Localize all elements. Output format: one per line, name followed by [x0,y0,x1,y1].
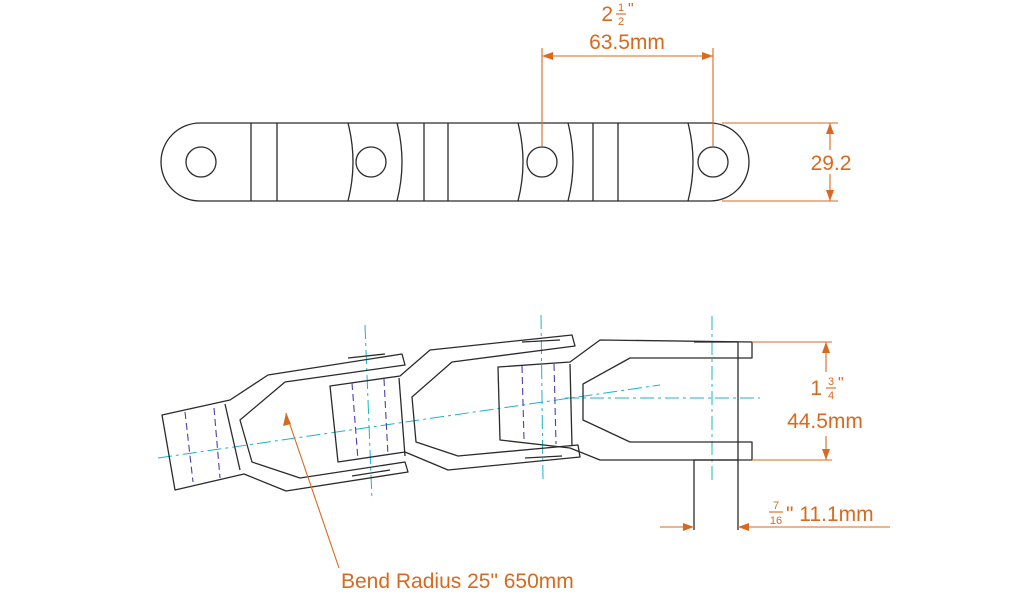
center-lines [157,314,760,501]
pitch-dimension: 2 1 2 " 63.5mm [541,1,714,146]
bend-radius-label: Bend Radius 25" 650mm [341,570,574,593]
link-3-outline [497,339,753,461]
pitch-inch-mark: " [628,1,634,18]
thickness-frac-denominator: 16 [770,515,782,527]
pin-hole-4 [697,146,729,178]
pin-center-line [540,314,544,481]
pin-hole-1 [185,146,217,178]
width-frac-numerator: 3 [828,376,834,388]
pin-cap [347,353,386,359]
width-inch-whole: 1 [810,377,822,400]
chain-top-view [160,122,750,202]
height-label: 29.2 [811,152,852,175]
thickness-label: " 11.1mm [786,503,874,526]
width-frac-denominator: 4 [828,390,834,402]
pitch-inch-whole: 2 [601,3,613,26]
link-division [347,122,354,202]
pin-cap [351,469,391,477]
width-inch-mark: " [838,375,844,392]
pin-hole-2 [355,146,387,178]
link-division [396,122,403,202]
label-background [806,150,856,174]
link-1-division [224,403,241,471]
top-view-outline [160,122,750,202]
link-1-outline [161,353,409,492]
pin-center-line [364,324,373,501]
pitch-frac-numerator: 1 [618,2,624,14]
width-mm-label: 44.5mm [787,410,863,433]
end-plate-outline [694,341,739,461]
chain-side-view [161,334,753,530]
bend-radius-callout: Bend Radius 25" 650mm [283,412,574,593]
width-dimension: 1 3 4 " 44.5mm [752,341,874,461]
link-3-division [569,363,573,447]
pitch-mm-label: 63.5mm [589,31,665,54]
link-division [567,122,574,202]
hidden-lines [184,363,557,483]
thickness-frac-numerator: 7 [773,500,779,512]
thickness-dimension: 7 16 " 11.1mm [660,500,890,531]
chain-axis-line [157,384,661,459]
pitch-frac-denominator: 2 [618,16,624,28]
link-2-outline [329,334,581,471]
pin-hole-3 [526,146,558,178]
link-2-division [398,377,406,457]
label-background [778,372,874,436]
link-division [687,122,694,202]
pin-cap [524,455,563,459]
height-dimension: 29.2 [722,122,856,202]
link-division [517,122,524,202]
pin-cap [521,339,561,343]
